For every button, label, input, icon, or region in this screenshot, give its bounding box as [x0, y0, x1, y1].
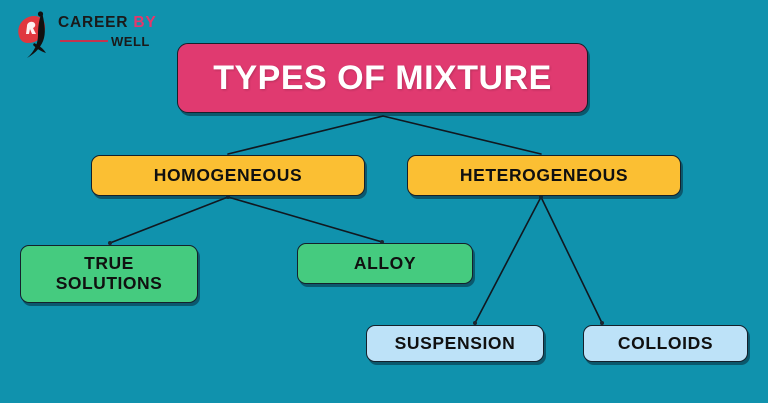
flame-figure-logo-icon [14, 10, 62, 60]
node-alloy-label: ALLOY [353, 252, 417, 273]
logo-word-career: CAREER [58, 14, 129, 31]
connector-dot-colloids [600, 321, 604, 325]
node-homogeneous-label: HOMOGENEOUS [153, 164, 303, 185]
node-suspension[interactable]: SUSPENSION [366, 325, 544, 362]
connector-dot-heterogeneous [539, 195, 543, 199]
node-true-solutions[interactable]: TRUE SOLUTIONS [20, 245, 198, 303]
node-alloy[interactable]: ALLOY [297, 243, 473, 284]
connector-dot-homogeneous [226, 195, 230, 199]
connector-title-to-heterogeneous [382, 115, 542, 155]
node-heterogeneous[interactable]: HETEROGENEOUS [407, 155, 681, 196]
logo-line-one: CAREER BY [58, 14, 157, 32]
brand-logo: CAREER BY WELL [14, 8, 194, 60]
node-types-of-mixture[interactable]: TYPES OF MIXTURE [177, 43, 588, 113]
node-colloids-label: COLLOIDS [617, 332, 714, 353]
node-homogeneous[interactable]: HOMOGENEOUS [91, 155, 365, 196]
connector-dot-true-solutions [108, 241, 112, 245]
connector-homogeneous-to-true-solutions [109, 196, 229, 244]
node-colloids[interactable]: COLLOIDS [583, 325, 748, 362]
node-true-solutions-label: TRUE SOLUTIONS [55, 253, 163, 293]
connector-homogeneous-to-alloy [227, 196, 383, 243]
connector-dot-suspension [473, 321, 477, 325]
logo-word-by: BY [133, 14, 157, 31]
node-suspension-label: SUSPENSION [394, 332, 516, 353]
logo-divider-rule [60, 40, 108, 42]
logo-wordmark: CAREER BY WELL [58, 14, 198, 58]
node-heterogeneous-label: HETEROGENEOUS [459, 164, 629, 185]
connector-heterogeneous-to-suspension [474, 196, 542, 324]
connector-title-to-homogeneous [227, 115, 384, 155]
node-title-label: TYPES OF MIXTURE [213, 58, 552, 97]
connector-heterogeneous-to-colloids [540, 196, 603, 324]
logo-word-well: WELL [111, 34, 150, 49]
